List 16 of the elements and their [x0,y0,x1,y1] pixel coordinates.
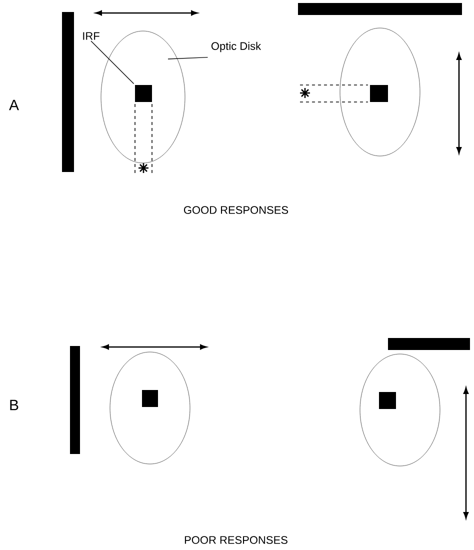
panel-letter: B [10,400,18,410]
receptive-field-square [370,85,388,102]
panel-letter: A [9,100,19,110]
receptive-field-square [379,392,396,409]
optic-disk-ellipse [100,30,186,164]
receptive-field-square [142,390,158,407]
optic-disk-ellipse [110,352,190,464]
leader-line [90,40,134,84]
callout-label: IRF [83,32,100,40]
receptive-field-square [135,85,152,102]
callout-label: Optic Disk [211,42,262,52]
optic-disk-ellipse [360,354,440,466]
optic-disk-ellipse [340,28,420,156]
caption-text: GOOD RESPONSES [184,206,288,214]
caption-text: POOR RESPONSES [184,536,288,544]
leader-line [168,56,208,60]
